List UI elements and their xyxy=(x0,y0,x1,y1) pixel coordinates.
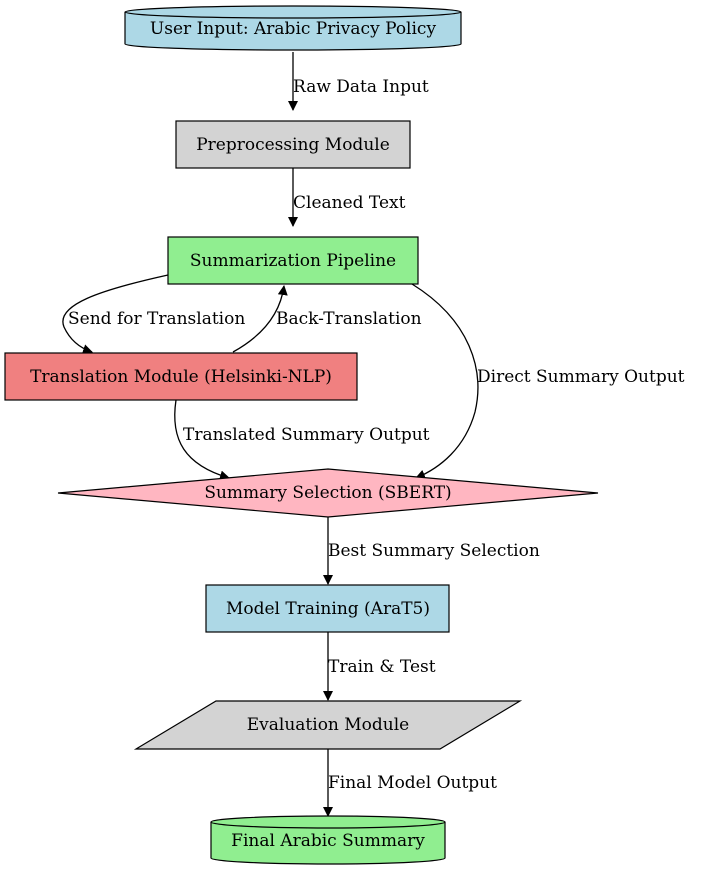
edge-label-direct-summary-output: Direct Summary Output xyxy=(477,367,685,387)
node-label-summarization: Summarization Pipeline xyxy=(190,251,396,271)
edge-label-send-for-translation: Send for Translation xyxy=(68,309,245,329)
edge-label-best-summary-selection: Best Summary Selection xyxy=(328,541,540,561)
edge-raw-data-input: Raw Data Input xyxy=(288,52,429,111)
node-label-model-training: Model Training (AraT5) xyxy=(226,599,430,619)
edge-label-raw-data-input: Raw Data Input xyxy=(293,77,429,97)
node-model-training: Model Training (AraT5) xyxy=(205,584,450,633)
edge-send-for-translation: Send for Translation xyxy=(62,274,245,354)
edge-final-model-output: Final Model Output xyxy=(323,748,497,817)
node-preprocessing: Preprocessing Module xyxy=(175,120,411,169)
node-translation-module: Translation Module (Helsinki-NLP) xyxy=(4,352,358,401)
cylinder-shape xyxy=(210,815,446,865)
edge-cleaned-text: Cleaned Text xyxy=(288,168,406,227)
node-final-arabic-summary: Final Arabic Summary xyxy=(210,815,446,865)
edge-translated-summary-output: Translated Summary Output xyxy=(174,399,430,481)
edge-label-train-and-test: Train & Test xyxy=(328,657,436,677)
edge-label-back-translation: Back-Translation xyxy=(276,309,422,329)
edge-label-final-model-output: Final Model Output xyxy=(328,773,497,793)
node-label-translation: Translation Module (Helsinki-NLP) xyxy=(30,367,332,387)
edge-back-translation: Back-Translation xyxy=(232,285,422,353)
node-summarization-pipeline: Summarization Pipeline xyxy=(167,236,419,285)
node-user-input: User Input: Arabic Privacy Policy xyxy=(124,5,462,51)
edge-train-and-test: Train & Test xyxy=(323,632,436,701)
node-label-summary-selection: Summary Selection (SBERT) xyxy=(204,483,451,503)
edge-label-cleaned-text: Cleaned Text xyxy=(293,193,406,213)
node-label-preprocessing: Preprocessing Module xyxy=(196,135,390,155)
node-label-final: Final Arabic Summary xyxy=(231,831,425,851)
node-summary-selection: Summary Selection (SBERT) xyxy=(57,468,599,518)
edge-label-translated-summary-output: Translated Summary Output xyxy=(183,425,430,445)
node-label-evaluation: Evaluation Module xyxy=(247,715,410,735)
edge-direct-summary-output: Direct Summary Output xyxy=(411,283,685,480)
edge-best-summary-selection: Best Summary Selection xyxy=(323,516,540,585)
node-label-user-input: User Input: Arabic Privacy Policy xyxy=(150,19,437,39)
node-evaluation-module: Evaluation Module xyxy=(133,700,523,750)
